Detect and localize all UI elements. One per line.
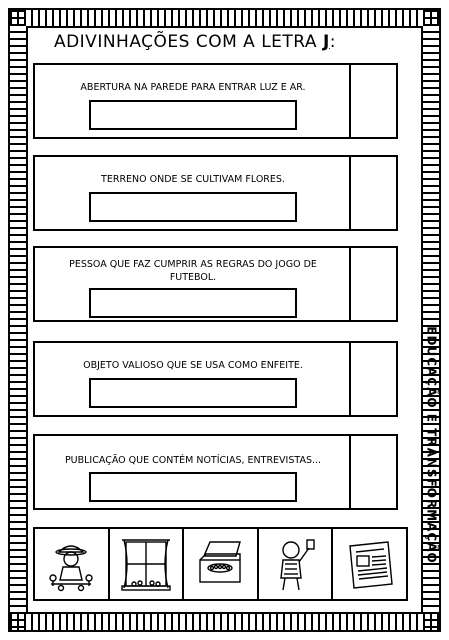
newspaper-icon bbox=[348, 541, 393, 589]
window-icon bbox=[121, 539, 171, 591]
jewel-box-icon bbox=[199, 541, 242, 583]
inner-frame bbox=[26, 26, 423, 614]
border-pattern-left bbox=[10, 10, 26, 630]
clue-text-1: ABERTURA NA PAREDE PARA ENTRAR LUZ E AR. bbox=[41, 81, 345, 94]
riddle-card-1: ABERTURA NA PAREDE PARA ENTRAR LUZ E AR. bbox=[33, 63, 398, 139]
riddle-card-3: PESSOA QUE FAZ CUMPRIR AS REGRAS DO JOGO… bbox=[33, 246, 398, 322]
title-text: ADIVINHAÇÕES COM A LETRA bbox=[53, 32, 323, 52]
clue-3-line-2: FUTEBOL. bbox=[169, 272, 217, 283]
picture-strip bbox=[33, 527, 408, 601]
answer-box-3[interactable] bbox=[89, 288, 297, 318]
clue-text-4: OBJETO VALIOSO QUE SE USA COMO ENFEITE. bbox=[41, 359, 345, 372]
card-divider bbox=[349, 65, 351, 137]
answer-box-4[interactable] bbox=[89, 378, 297, 408]
card-divider bbox=[349, 248, 351, 320]
clue-1-line-1: ABERTURA NA PAREDE PARA ENTRAR LUZ E AR. bbox=[80, 82, 306, 93]
clue-text-3: PESSOA QUE FAZ CUMPRIR AS REGRAS DO JOGO… bbox=[41, 258, 345, 284]
side-label: EDUCAÇÃO E TRANSFORMAÇÃO bbox=[424, 326, 440, 563]
clue-3-line-1: PESSOA QUE FAZ CUMPRIR AS REGRAS DO JOGO… bbox=[69, 259, 317, 270]
side-label-text: EDUCAÇÃO E TRANSFORMAÇÃO bbox=[425, 326, 439, 564]
answer-box-2[interactable] bbox=[89, 192, 297, 222]
clue-text-2: TERRENO ONDE SE CULTIVAM FLORES. bbox=[41, 173, 345, 186]
picture-cell-jewel-box[interactable] bbox=[184, 529, 259, 599]
border-pattern-bottom bbox=[10, 614, 439, 630]
riddle-card-4: OBJETO VALIOSO QUE SE USA COMO ENFEITE. bbox=[33, 341, 398, 417]
clue-2-line-1: TERRENO ONDE SE CULTIVAM FLORES. bbox=[101, 174, 285, 185]
picture-cell-gardener[interactable] bbox=[35, 529, 110, 599]
picture-cell-referee[interactable] bbox=[259, 529, 334, 599]
clue-4-line-1: OBJETO VALIOSO QUE SE USA COMO ENFEITE. bbox=[83, 360, 303, 371]
answer-box-1[interactable] bbox=[89, 100, 297, 130]
riddle-card-2: TERRENO ONDE SE CULTIVAM FLORES. bbox=[33, 155, 398, 231]
border-pattern-right bbox=[423, 10, 439, 630]
answer-box-5[interactable] bbox=[89, 472, 297, 502]
page-frame bbox=[8, 8, 441, 632]
card-divider bbox=[349, 157, 351, 229]
title-suffix: : bbox=[329, 32, 337, 52]
title-letter: J bbox=[322, 32, 330, 52]
referee-icon bbox=[280, 539, 315, 591]
clue-5-line-1: PUBLICAÇÃO QUE CONTÉM NOTÍCIAS, ENTREVIS… bbox=[64, 455, 322, 466]
card-divider bbox=[349, 343, 351, 415]
clue-text-5: PUBLICAÇÃO QUE CONTÉM NOTÍCIAS, ENTREVIS… bbox=[41, 454, 345, 467]
picture-cell-window[interactable] bbox=[110, 529, 185, 599]
picture-cell-newspaper[interactable] bbox=[333, 529, 406, 599]
page-title: ADIVINHAÇÕES COM A LETRA J: bbox=[30, 32, 360, 52]
gardener-icon bbox=[49, 545, 93, 592]
border-pattern-top bbox=[10, 10, 439, 26]
card-divider bbox=[349, 436, 351, 508]
riddle-card-5: PUBLICAÇÃO QUE CONTÉM NOTÍCIAS, ENTREVIS… bbox=[33, 434, 398, 510]
